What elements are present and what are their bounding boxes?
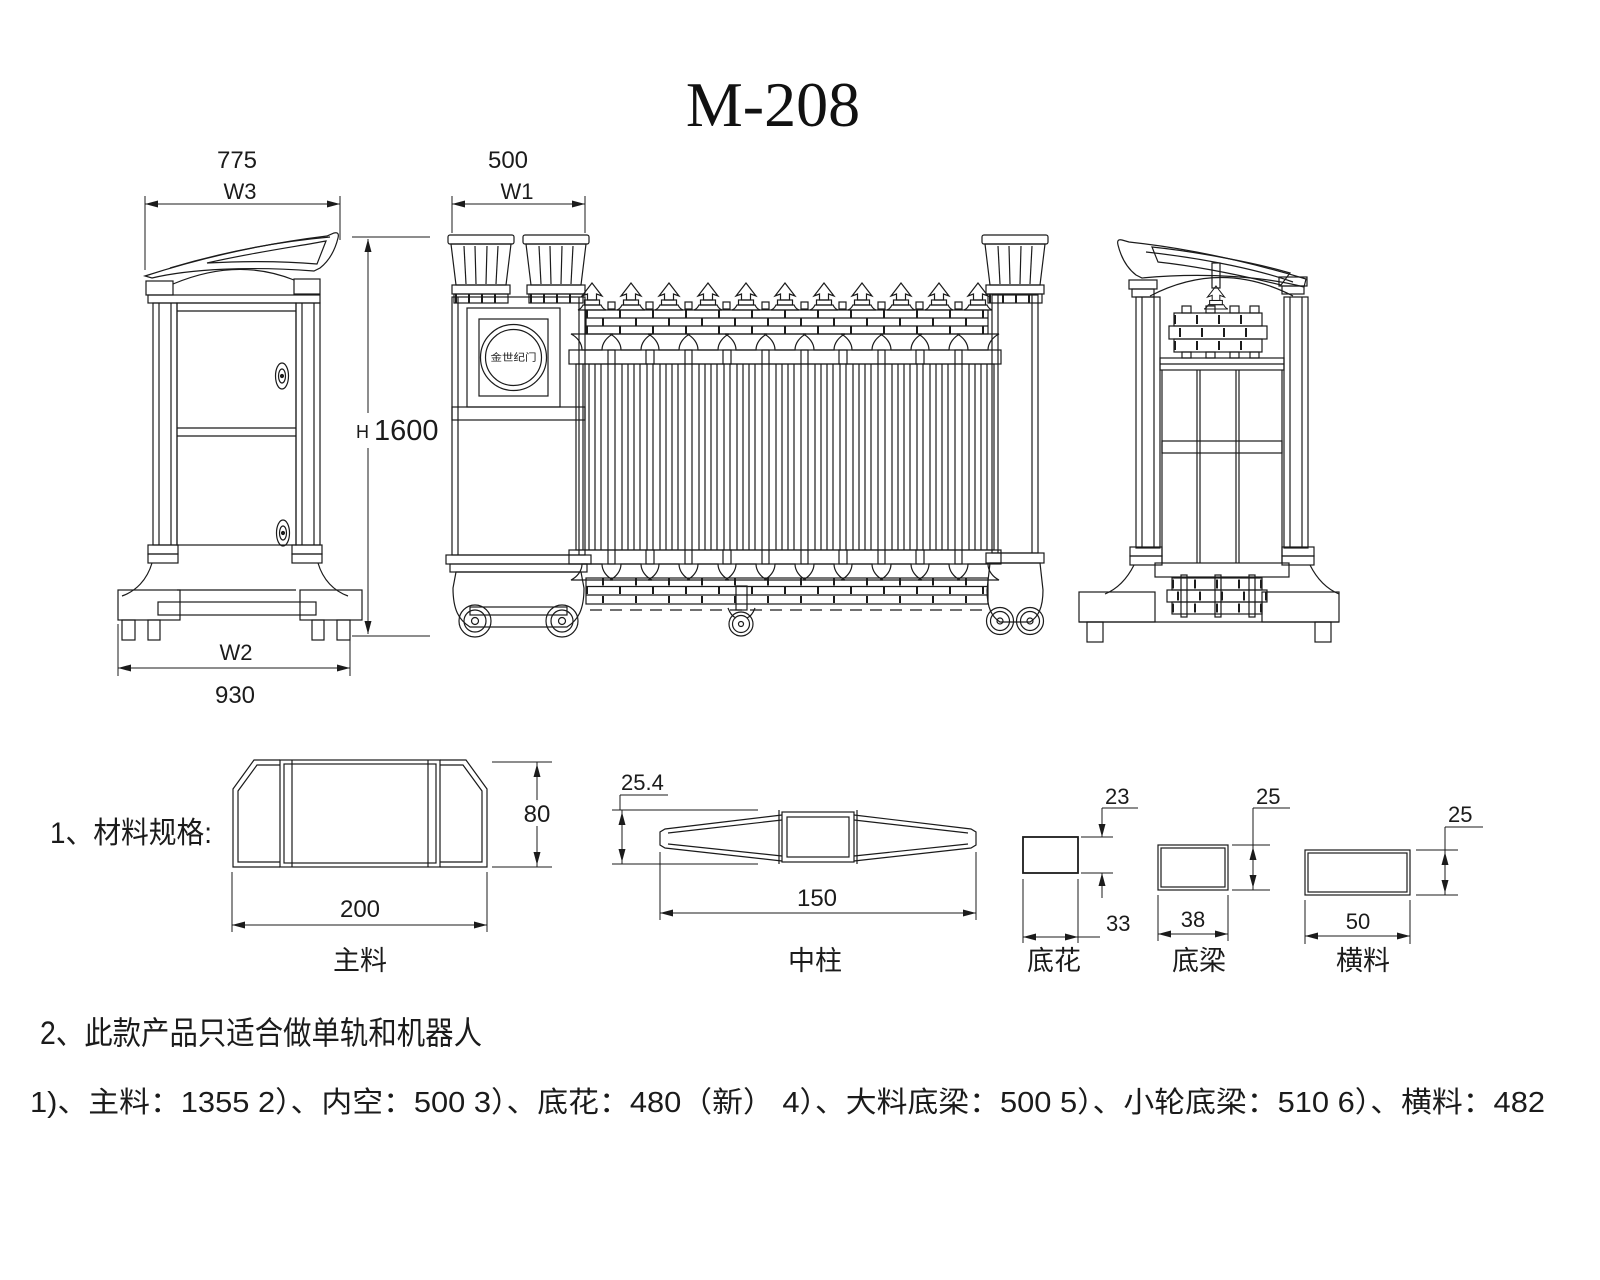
- crown-cap: [523, 235, 589, 303]
- left-post-view: 775 W3: [117, 147, 439, 709]
- dim-25-bar: 25: [1448, 802, 1472, 827]
- dim-1600: 1600: [374, 415, 439, 447]
- dim-50: 50: [1346, 909, 1370, 934]
- tail-post-wheel: [1015, 606, 1045, 636]
- tail-post: [982, 235, 1048, 636]
- label-center-post: 中柱: [788, 946, 842, 976]
- center-wheel: [727, 585, 756, 637]
- dim-w2-label: W2: [220, 640, 253, 665]
- head-post-wheel: [458, 604, 492, 638]
- head-post-base: [445, 554, 592, 638]
- logo-text: 金世纪门: [491, 351, 537, 364]
- note-line: 2、此款产品只适合做单轨和机器人: [40, 1015, 482, 1051]
- tail-post-base: [985, 552, 1045, 636]
- side-gate-end-bottom: [1166, 574, 1268, 618]
- left-base: [117, 544, 363, 641]
- bottom-brick-band: [585, 577, 989, 605]
- gate-body: [568, 282, 1002, 637]
- dim-25-4: 25.4: [621, 770, 664, 795]
- profile-bottom-beam: 25 38 底梁: [1157, 784, 1290, 976]
- dim-775: 775: [217, 147, 257, 174]
- dim-33: 33: [1106, 911, 1130, 936]
- label-main-profile: 主料: [333, 946, 387, 976]
- front-dim-w1: 500 W1: [451, 147, 586, 233]
- crown-cap: [448, 235, 514, 303]
- profile-main: 80 200 主料: [231, 759, 552, 976]
- dim-930: 930: [215, 682, 255, 709]
- materials-heading: 1、材料规格:: [50, 817, 212, 850]
- head-post: 金世纪门: [445, 235, 592, 638]
- left-dim-w2: W2 930: [117, 624, 351, 709]
- dim-w1-label: W1: [501, 179, 534, 204]
- label-cross-bar: 横料: [1336, 946, 1390, 976]
- profile-cross-bar: 25 50 横料: [1304, 802, 1483, 976]
- dim-500: 500: [488, 147, 528, 174]
- tail-post-wheel: [985, 606, 1015, 636]
- side-cornices: [1128, 276, 1308, 298]
- door-handle-lower: [275, 519, 291, 547]
- side-roof: [1117, 239, 1307, 297]
- dim-w3-label: W3: [224, 179, 257, 204]
- spec-line: 1)、主料：1355 2）、内空：500 3）、底花：480（新） 4）、大料底…: [30, 1086, 1545, 1119]
- dim-h-prefix: H: [356, 422, 369, 442]
- logo-panel: 金世纪门: [466, 307, 561, 408]
- materials-section: 1、材料规格: 80: [50, 759, 1483, 976]
- left-dim-w3: 775 W3: [144, 147, 341, 270]
- left-cornices: [145, 278, 321, 304]
- door-handle-upper: [274, 362, 290, 390]
- side-pillars: [1135, 296, 1309, 549]
- gate-front-view: 500 W1 金世纪门: [445, 147, 1048, 638]
- left-roof: [142, 232, 339, 285]
- dim-80: 80: [524, 801, 551, 828]
- profile-bottom-flower: 23 33 底花: [1022, 784, 1138, 976]
- side-view: [1078, 239, 1340, 643]
- crown-cap: [982, 235, 1048, 303]
- label-bottom-flower: 底花: [1027, 946, 1081, 976]
- side-beams-rails: [1154, 357, 1290, 578]
- head-post-wheel: [545, 604, 579, 638]
- side-base: [1078, 546, 1340, 643]
- drawing-title: M-208: [686, 69, 860, 140]
- side-gate-end-top: [1168, 262, 1268, 359]
- dim-150: 150: [797, 885, 837, 912]
- left-door-panel: [176, 302, 297, 547]
- dim-200: 200: [340, 896, 380, 923]
- left-pillars: [152, 302, 321, 546]
- left-dim-height: H 1600: [352, 236, 439, 637]
- dim-25-beam: 25: [1256, 784, 1280, 809]
- top-brick-band: [585, 309, 989, 335]
- label-bottom-beam: 底梁: [1172, 946, 1226, 976]
- dim-38: 38: [1181, 907, 1205, 932]
- profile-center-post: 25.4 150 中柱: [612, 770, 977, 976]
- dim-23: 23: [1105, 784, 1129, 809]
